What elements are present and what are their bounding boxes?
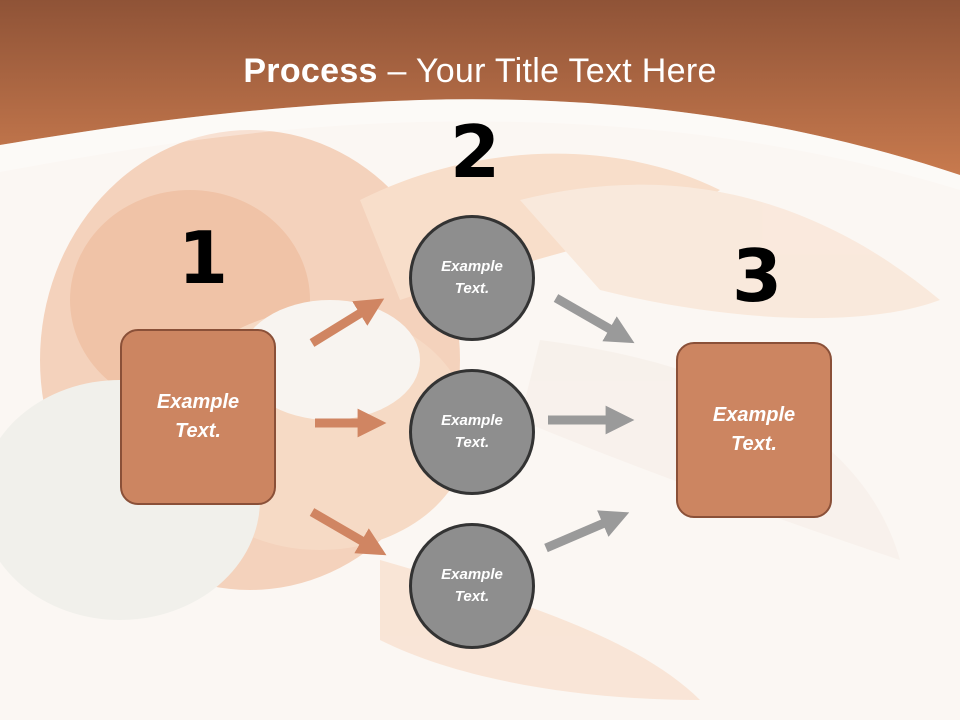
arrow-right-icon [544,510,630,553]
circle-bottom-text: Example Text. [441,565,503,606]
circle-middle-text: Example Text. [441,411,503,452]
step-number-1: 1 [178,216,229,300]
step-3-box[interactable]: Example Text. [676,342,832,518]
circle-bottom[interactable]: Example Text. [409,523,535,649]
title-rest: – Your Title Text Here [377,52,717,90]
circle-top-text: Example Text. [441,257,503,298]
page-title: Process – Your Title Text Here [0,52,960,91]
step-number-2: 2 [450,110,501,194]
step-1-box[interactable]: Example Text. [120,329,276,505]
circle-middle[interactable]: Example Text. [409,369,535,495]
arrow-right-icon [553,294,635,344]
step-1-text: Example Text. [156,391,240,442]
circle-top[interactable]: Example Text. [409,215,535,341]
arrow-right-icon [309,508,387,556]
step-number-3: 3 [732,234,783,318]
title-bold: Process [243,52,378,90]
step-3-text: Example Text. [712,404,796,455]
arrow-right-icon [309,298,385,347]
